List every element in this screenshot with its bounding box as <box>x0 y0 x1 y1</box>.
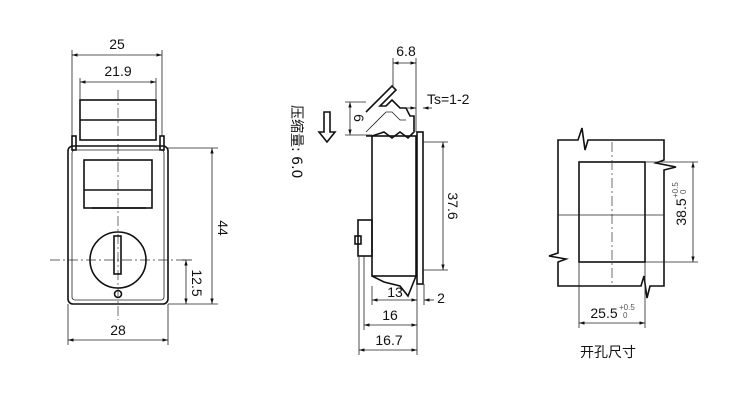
body <box>67 145 169 305</box>
dim-38-5: 38.5 <box>673 198 689 225</box>
dim-ts: Ts=1-2 <box>427 91 470 107</box>
dim-21-9: 21.9 <box>104 63 131 79</box>
front-view: 25 21.9 28 44 12.5 <box>50 36 231 345</box>
compression-arrow-icon <box>317 111 337 144</box>
panel <box>548 127 677 299</box>
dim-25: 25 <box>109 36 125 52</box>
dim-25-5: 25.5 <box>590 305 617 321</box>
housing <box>371 135 417 277</box>
compression-label: 压缩量: 6.0 <box>288 105 304 178</box>
key-cylinder <box>89 231 147 289</box>
dim-28: 28 <box>110 322 126 338</box>
dim-2: 2 <box>437 290 445 306</box>
dim-38-5-tol-lower: 0 <box>679 189 688 194</box>
dim-13: 13 <box>387 284 403 300</box>
flange <box>416 131 424 285</box>
dim-25-5-tol-lower: 0 <box>623 311 628 320</box>
side-view: 压缩量: 6.0 6.8 Ts=1-2 6 37.6 13 2 16 16.7 <box>288 43 470 355</box>
dim-25-5-tol-upper: +0.5 <box>619 303 635 312</box>
dim-16-7: 16.7 <box>375 332 402 348</box>
cutout-title: 开孔尺寸 <box>580 345 636 361</box>
dim-12-5: 12.5 <box>189 269 205 296</box>
dim-16: 16 <box>382 307 398 323</box>
cutout-view: 38.5 +0.5 0 25.5 +0.5 0 开孔尺寸 <box>548 127 698 361</box>
dim-6-8: 6.8 <box>396 43 416 59</box>
dim-44: 44 <box>215 220 231 236</box>
dim-6: 6 <box>351 114 367 122</box>
dim-38-5-tol-upper: +0.5 <box>671 182 680 198</box>
dim-37-6: 37.6 <box>445 192 461 219</box>
